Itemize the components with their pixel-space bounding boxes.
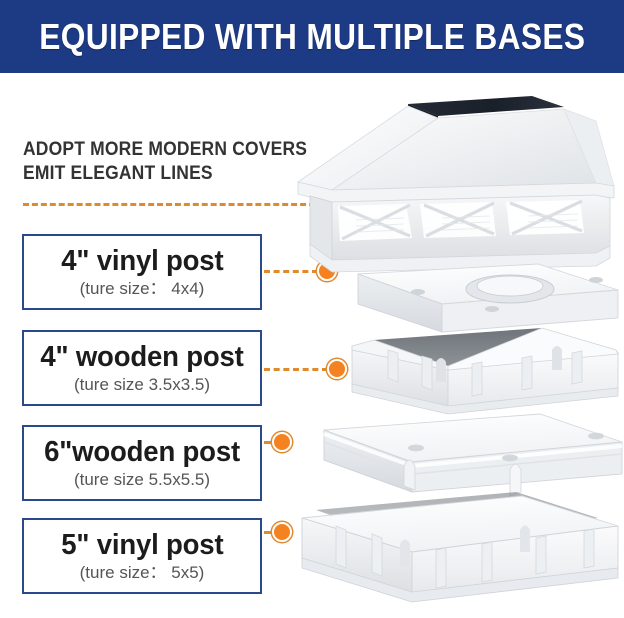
label-box-4in-wooden-post: 4" wooden post (ture size 3.5x3.5) — [22, 330, 262, 406]
header-banner: EQUIPPED WITH MULTIPLE BASES — [0, 0, 624, 73]
part-6in-wooden-post-base — [323, 413, 623, 497]
label-title: 4" vinyl post — [60, 244, 224, 277]
part-4in-wooden-post-adapter — [351, 327, 619, 415]
label-title: 5" vinyl post — [60, 528, 224, 561]
page-title: EQUIPPED WITH MULTIPLE BASES — [38, 15, 586, 57]
label-subtitle: (ture size： 5x5) — [79, 562, 205, 582]
label-title: 6"wooden post — [44, 435, 240, 468]
caption-line-1: ADOPT MORE MODERN COVERS — [23, 139, 308, 160]
caption-block: ADOPT MORE MODERN COVERS EMIT ELEGANT LI… — [23, 138, 323, 186]
part-4in-vinyl-base-plate — [357, 263, 619, 333]
caption-line-2: EMIT ELEGANT LINES — [23, 163, 213, 184]
label-box-4in-vinyl-post: 4" vinyl post (ture size： 4x4) — [22, 234, 262, 310]
connector-line-1 — [264, 270, 318, 273]
label-box-5in-vinyl-post: 5" vinyl post (ture size： 5x5) — [22, 518, 262, 594]
product-image-solar-post-cap — [296, 78, 624, 618]
connector-line-4 — [264, 531, 276, 534]
part-5in-vinyl-post-base — [301, 492, 619, 603]
solar-panel-top — [408, 96, 564, 116]
label-title: 4" wooden post — [40, 340, 244, 373]
connector-dot-3 — [272, 432, 292, 452]
connector-dot-2 — [327, 359, 347, 379]
connector-dot-4 — [272, 522, 292, 542]
label-subtitle: (ture size 3.5x3.5) — [73, 374, 211, 394]
connector-line-2 — [264, 368, 328, 371]
caption-leader-dash — [23, 203, 315, 206]
label-subtitle: (ture size 5.5x5.5) — [73, 469, 211, 489]
connector-line-3 — [264, 441, 276, 444]
label-box-6in-wooden-post: 6"wooden post (ture size 5.5x5.5) — [22, 425, 262, 501]
part-lamp-head — [297, 96, 615, 273]
label-subtitle: (ture size： 4x4) — [79, 278, 205, 298]
